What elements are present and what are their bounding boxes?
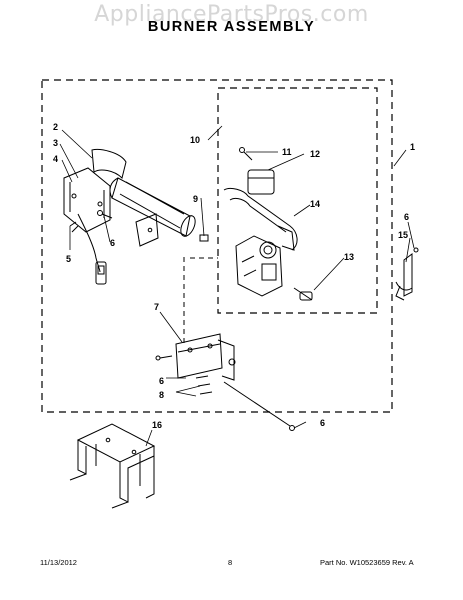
burner-tube-part [91,149,196,237]
page-title: BURNER ASSEMBLY [147,19,316,35]
callout-4: 4 [53,154,58,164]
footer-page-number: 8 [228,558,233,567]
footer-part-number: Part No. W10523659 Rev. A [320,558,414,567]
callout-10: 10 [190,135,200,145]
callout-12: 12 [310,149,320,159]
callout-16: 16 [152,420,162,430]
footer-date: 11/13/2012 [40,558,77,567]
callout-6-lower: 6 [159,376,164,386]
screw-part [97,210,113,219]
callout-15: 15 [398,230,408,240]
callout-8: 8 [159,390,164,400]
callout-6-bottom: 6 [320,418,325,428]
assembly-boundary-inner [217,87,378,314]
burner-bracket-part [63,167,111,233]
callout-13: 13 [344,252,354,262]
mounting-frame-part [69,423,156,509]
callout-5: 5 [66,254,71,264]
lower-bracket-part [155,333,295,431]
callout-2: 2 [53,122,58,132]
callout-1: 1 [410,142,415,152]
callout-7: 7 [154,302,159,312]
callout-6-left: 6 [110,238,115,248]
assembly-boundary-outer [41,79,393,413]
callout-3: 3 [53,138,58,148]
callout-14: 14 [310,199,320,209]
watermark-text: AppliancePartsPros.com [94,2,369,27]
wire-clip-part [395,247,419,301]
flame-sensor-part [135,213,209,247]
gas-valve-part [223,147,313,301]
igniter-part [69,213,107,285]
callout-9: 9 [193,194,198,204]
callout-6-right-clip: 6 [404,212,409,222]
leader-lines [59,125,415,447]
callout-11: 11 [282,147,292,157]
